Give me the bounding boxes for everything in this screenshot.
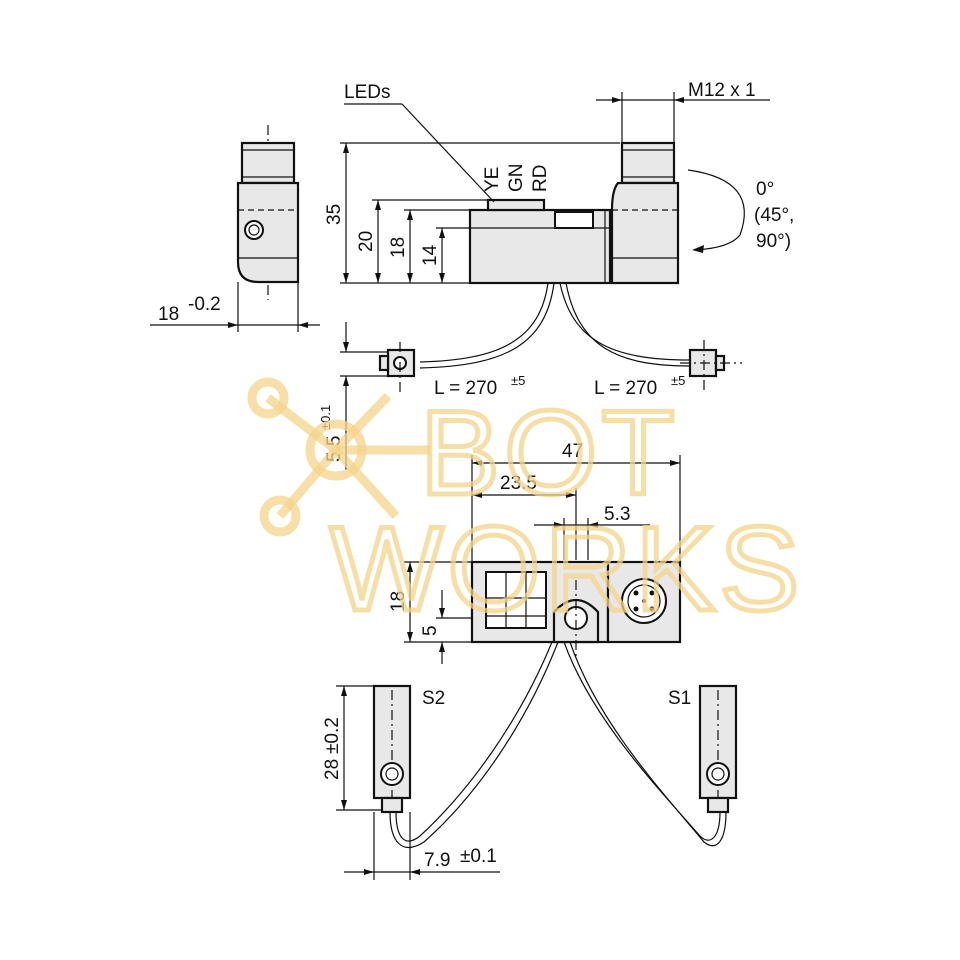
watermark-line2: WORKS: [330, 502, 803, 636]
dim-height-35: 35: [324, 204, 345, 225]
rotation-45: (45°,: [754, 205, 794, 226]
dim-width-18-tolerance: -0.2: [188, 294, 221, 315]
dim-width-5-3: 5.3: [604, 504, 630, 525]
sensor-s1-label: S1: [668, 688, 691, 709]
rotation-90: 90°): [756, 231, 791, 252]
cable-length-right: L = 270: [594, 378, 657, 399]
dim-width-23-5: 23.5: [500, 473, 537, 494]
watermark-logo: BOT WORKS: [247, 377, 803, 639]
dim-height-5: 5: [420, 625, 441, 636]
dim-height-28: 28: [322, 759, 343, 780]
cable-length-right-tolerance: ±5: [671, 373, 685, 388]
cable-length-left: L = 270: [434, 378, 497, 399]
top-view: 47 23.5 5.3: [322, 441, 738, 880]
sensor-s2-label: S2: [422, 688, 445, 709]
thread-label: M12 x 1: [688, 80, 756, 101]
dim-height-18: 18: [388, 237, 409, 258]
rotation-0: 0°: [756, 179, 774, 200]
led-rd-label: RD: [530, 165, 551, 192]
front-view: 35 20 18 14 M12 x 1: [324, 80, 794, 285]
dim-height-20: 20: [356, 231, 377, 252]
dim-width-47: 47: [562, 441, 583, 462]
side-view: 18 -0.2: [150, 125, 320, 332]
dim-width-18: 18: [158, 304, 179, 325]
leds-label: LEDs: [344, 82, 390, 103]
led-ye-label: YE: [482, 167, 503, 192]
dim-height-14: 14: [420, 244, 441, 266]
led-gn-label: GN: [506, 164, 527, 193]
watermark-line1: BOT: [420, 386, 679, 520]
dim-height-28-tolerance: ±0.2: [322, 717, 343, 754]
dim-height-18b: 18: [388, 591, 409, 612]
dim-width-7-9: 7.9: [424, 850, 450, 871]
dim-width-7-9-tolerance: ±0.1: [460, 846, 497, 867]
cable-length-left-tolerance: ±5: [511, 373, 525, 388]
